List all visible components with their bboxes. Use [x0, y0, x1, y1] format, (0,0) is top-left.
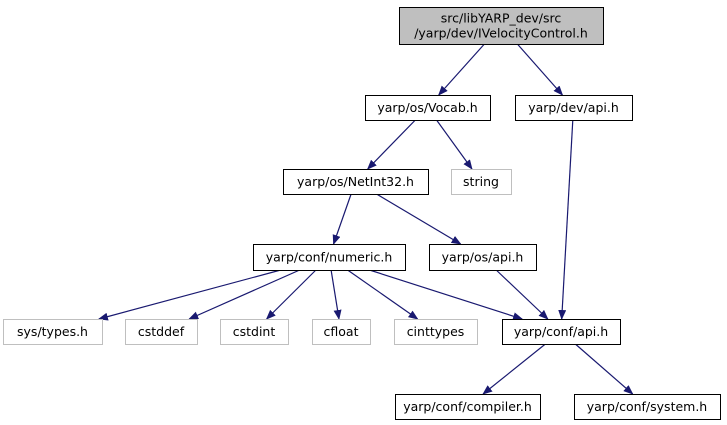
edge-confapi-to-compiler — [482, 343, 546, 395]
node-box — [220, 319, 289, 345]
node-netint[interactable]: yarp/os/NetInt32.h — [283, 169, 429, 195]
node-numeric[interactable]: yarp/conf/numeric.h — [253, 244, 406, 271]
node-box — [429, 244, 537, 271]
node-label: cfloat — [324, 324, 359, 339]
node-label: cstddef — [138, 324, 185, 339]
node-box — [451, 169, 512, 195]
node-label: yarp/conf/system.h — [587, 399, 707, 414]
edge-numeric-to-confapi — [369, 269, 524, 321]
node-cinttypes: cinttypes — [394, 319, 478, 345]
edge-osapi-to-confapi — [495, 269, 549, 320]
node-confapi[interactable]: yarp/conf/api.h — [502, 319, 621, 345]
edge-root-to-devapi — [516, 43, 564, 96]
node-system[interactable]: yarp/conf/system.h — [574, 394, 721, 420]
node-box — [3, 319, 103, 345]
node-label: yarp/os/Vocab.h — [377, 100, 477, 115]
node-box — [515, 95, 633, 121]
node-compiler[interactable]: yarp/conf/compiler.h — [395, 394, 541, 420]
node-box — [283, 169, 429, 195]
node-label: cstdint — [233, 324, 276, 339]
edge-root-to-vocab — [438, 43, 485, 96]
node-box — [502, 319, 621, 345]
node-label: yarp/conf/api.h — [514, 324, 608, 339]
node-box — [253, 244, 406, 271]
edge-numeric-to-cstdint — [265, 269, 317, 320]
edge-vocab-to-string — [436, 119, 473, 170]
node-label: yarp/os/api.h — [442, 250, 524, 265]
edge-numeric-to-cstddef — [188, 269, 300, 320]
node-label: string — [463, 174, 499, 189]
node-cfloat: cfloat — [312, 319, 371, 345]
node-cstddef: cstddef — [125, 319, 198, 345]
edge-numeric-to-cinttypes — [347, 269, 419, 320]
node-systypes: sys/types.h — [3, 319, 103, 345]
node-label: cinttypes — [407, 324, 465, 339]
edge-confapi-to-system — [574, 343, 634, 395]
node-label: src/libYARP_dev/src — [441, 11, 562, 26]
edge-numeric-to-systypes — [97, 269, 281, 321]
node-box — [365, 95, 491, 121]
edge-netint-to-osapi — [376, 193, 462, 245]
node-string: string — [451, 169, 512, 195]
node-label: yarp/dev/api.h — [528, 100, 619, 115]
edge-numeric-to-cfloat — [330, 269, 342, 320]
edge-vocab-to-netint — [366, 119, 416, 170]
node-root[interactable]: src/libYARP_dev/src/yarp/dev/IVelocityCo… — [399, 7, 604, 45]
node-osapi[interactable]: yarp/os/api.h — [429, 244, 537, 271]
node-label: sys/types.h — [17, 324, 88, 339]
edge-netint-to-numeric — [332, 193, 352, 245]
node-box — [395, 394, 541, 420]
node-label: yarp/conf/compiler.h — [403, 399, 532, 414]
node-vocab[interactable]: yarp/os/Vocab.h — [365, 95, 491, 121]
node-label: yarp/conf/numeric.h — [266, 250, 393, 265]
node-label: /yarp/dev/IVelocityControl.h — [414, 26, 588, 41]
node-box — [399, 7, 604, 45]
edge-devapi-to-confapi — [558, 119, 574, 320]
node-box — [574, 394, 721, 420]
node-box — [312, 319, 371, 345]
node-box — [125, 319, 198, 345]
node-devapi[interactable]: yarp/dev/api.h — [515, 95, 633, 121]
node-label: yarp/os/NetInt32.h — [297, 174, 414, 189]
node-box — [394, 319, 478, 345]
node-cstdint: cstdint — [220, 319, 289, 345]
